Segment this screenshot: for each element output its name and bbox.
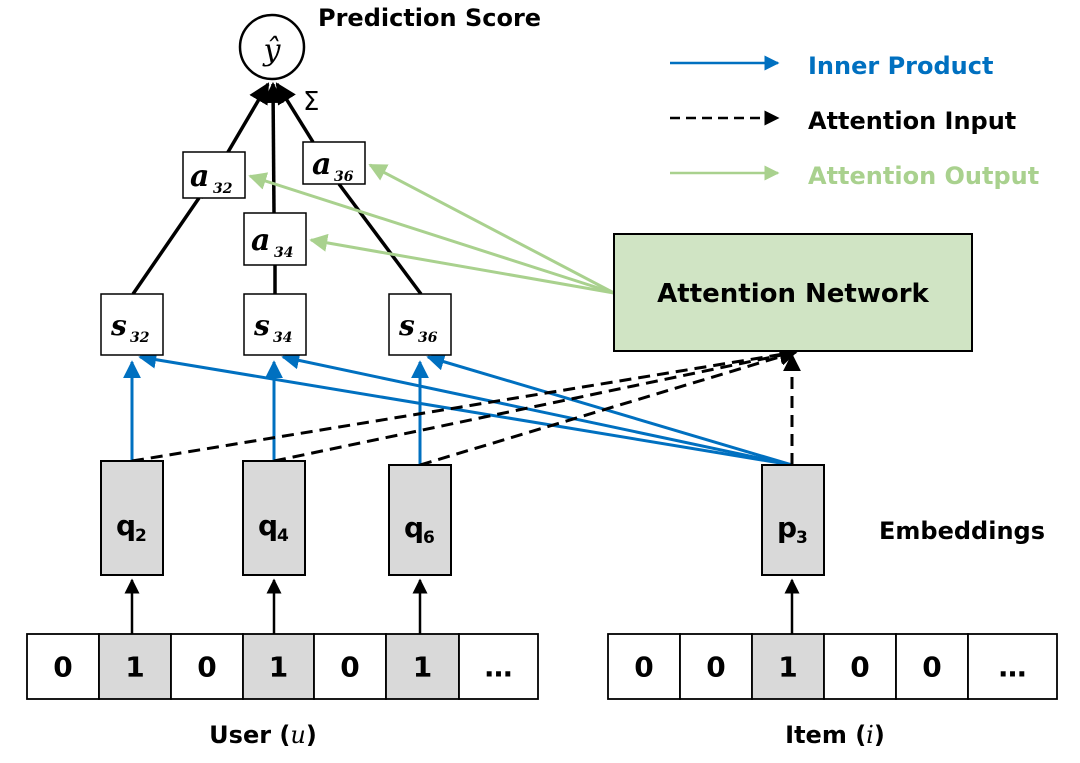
user-vector-cell-box <box>458 633 539 700</box>
score-s32: s 32 <box>100 293 164 356</box>
prediction-score-title: Prediction Score <box>318 4 541 32</box>
p3-to-s32-edge <box>138 350 793 467</box>
embedding-q4: q 4 <box>242 460 306 576</box>
user-vector-cell: 0 <box>26 633 100 700</box>
score-s34: s 34 <box>243 293 307 356</box>
user-vector-label: User (u) <box>209 721 317 749</box>
user-vector-cell-box <box>26 633 100 700</box>
attention-to-a34-edge <box>309 233 615 295</box>
item-vector-cell-value: 0 <box>634 651 653 684</box>
a32-base: a <box>190 159 209 194</box>
user-vector-cell-value: 1 <box>125 651 144 684</box>
p3-to-s34-edge <box>281 351 793 467</box>
item-vector-cell-box <box>967 633 1058 700</box>
q2-to-attention-edge <box>131 345 798 463</box>
user-vector-cell: 0 <box>313 633 387 700</box>
a36-base: a <box>312 147 331 182</box>
prediction-node: ŷ <box>238 13 306 81</box>
item-one-hot-vector: 0 0 1 0 0 … <box>607 633 1058 700</box>
attention-network-box: Attention Network <box>613 233 973 352</box>
user-vector-cell-box <box>385 633 460 700</box>
legend-item-attention-output: Attention Output <box>670 162 1039 190</box>
s36-sub: 36 <box>418 330 438 346</box>
q2-base: q <box>116 509 136 542</box>
item-vector-cell-box <box>751 633 825 700</box>
item-vector-cell-value: 0 <box>850 651 869 684</box>
q6-base: q <box>404 511 424 544</box>
user-vector-cell-value: 0 <box>53 651 72 684</box>
p3-base: p <box>777 511 797 544</box>
user-vector-cell-value: 0 <box>340 651 359 684</box>
s34-base: s <box>253 309 270 342</box>
q6-to-attention-edge <box>419 348 798 467</box>
legend-item-attention-input: Attention Input <box>670 107 1016 135</box>
q4-to-attention-edge <box>273 346 798 463</box>
p3-sub: 3 <box>796 528 808 548</box>
item-vector-cell: 0 <box>823 633 897 700</box>
q4-sub: 4 <box>277 526 289 546</box>
embedding-q2: q 2 <box>100 460 164 576</box>
score-s36: s 36 <box>388 293 452 356</box>
s34-sub: 34 <box>273 330 292 346</box>
legend-item-inner-product: Inner Product <box>670 52 993 80</box>
embedding-q6: q 6 <box>388 464 452 576</box>
attention-network-label: Attention Network <box>657 279 929 309</box>
sum-symbol: Σ <box>303 87 319 117</box>
item-vector-cell: 0 <box>679 633 753 700</box>
user-vector-cell: … <box>458 633 539 700</box>
a34-sub: 34 <box>274 245 293 261</box>
q2-sub: 2 <box>135 526 147 546</box>
y-hat-symbol: ŷ <box>262 33 282 68</box>
q4-base: q <box>258 509 278 542</box>
user-vector-cell: 1 <box>385 633 460 700</box>
q6-sub: 6 <box>423 528 435 548</box>
user-one-hot-vector: 0 1 0 1 0 1 … <box>26 633 539 700</box>
s32-to-a32-edge <box>131 197 201 295</box>
item-vector-cell-box <box>823 633 897 700</box>
attention-to-a32-edge <box>248 172 615 295</box>
a32-sub: 32 <box>213 181 233 197</box>
s32-sub: 32 <box>130 330 150 346</box>
s32-base: s <box>110 309 127 342</box>
item-vector-cell-box <box>679 633 753 700</box>
a34-to-yhat-edge <box>262 81 284 214</box>
s36-to-a36-edge <box>337 182 423 296</box>
attention-to-a36-edge <box>368 163 615 295</box>
legend-label-attention-output: Attention Output <box>808 162 1039 190</box>
item-vector-cell-box <box>895 633 969 700</box>
embedding-p3: p 3 <box>761 464 825 576</box>
embeddings-label: Embeddings <box>879 517 1045 545</box>
a36-to-yhat-edge <box>275 82 315 143</box>
item-vector-cell: 0 <box>607 633 681 700</box>
user-vector-cell-box <box>242 633 315 700</box>
user-vector-cell-value: … <box>485 651 513 684</box>
item-vector-cell-value: 1 <box>778 651 797 684</box>
item-vector-cell-value: 0 <box>922 651 941 684</box>
item-vector-cell: … <box>967 633 1058 700</box>
user-vector-cell-box <box>98 633 172 700</box>
a34-base: a <box>251 223 270 258</box>
item-vector-label: Item (i) <box>785 721 885 749</box>
user-vector-cell-value: 0 <box>197 651 216 684</box>
item-vector-cell-value: … <box>999 651 1027 684</box>
user-vector-cell: 0 <box>170 633 244 700</box>
item-vector-cell-value: 0 <box>706 651 725 684</box>
user-vector-cell: 1 <box>98 633 172 700</box>
s36-base: s <box>398 309 415 342</box>
user-vector-cell-value: 1 <box>413 651 432 684</box>
a36-sub: 36 <box>334 169 354 185</box>
attention-weight-a36: a 36 <box>302 141 366 185</box>
user-vector-cell-value: 1 <box>269 651 288 684</box>
user-vector-cell-box <box>170 633 244 700</box>
item-vector-cell: 0 <box>895 633 969 700</box>
legend-label-inner-product: Inner Product <box>808 52 993 80</box>
legend-label-attention-input: Attention Input <box>808 107 1016 135</box>
p3-to-s36-edge <box>426 352 793 467</box>
attention-weight-a34: a 34 <box>243 212 307 266</box>
item-vector-cell: 1 <box>751 633 825 700</box>
user-vector-cell: 1 <box>242 633 315 700</box>
legend: Inner Product Attention Input Attention … <box>670 52 1039 190</box>
attention-weight-a32: a 32 <box>182 151 246 199</box>
